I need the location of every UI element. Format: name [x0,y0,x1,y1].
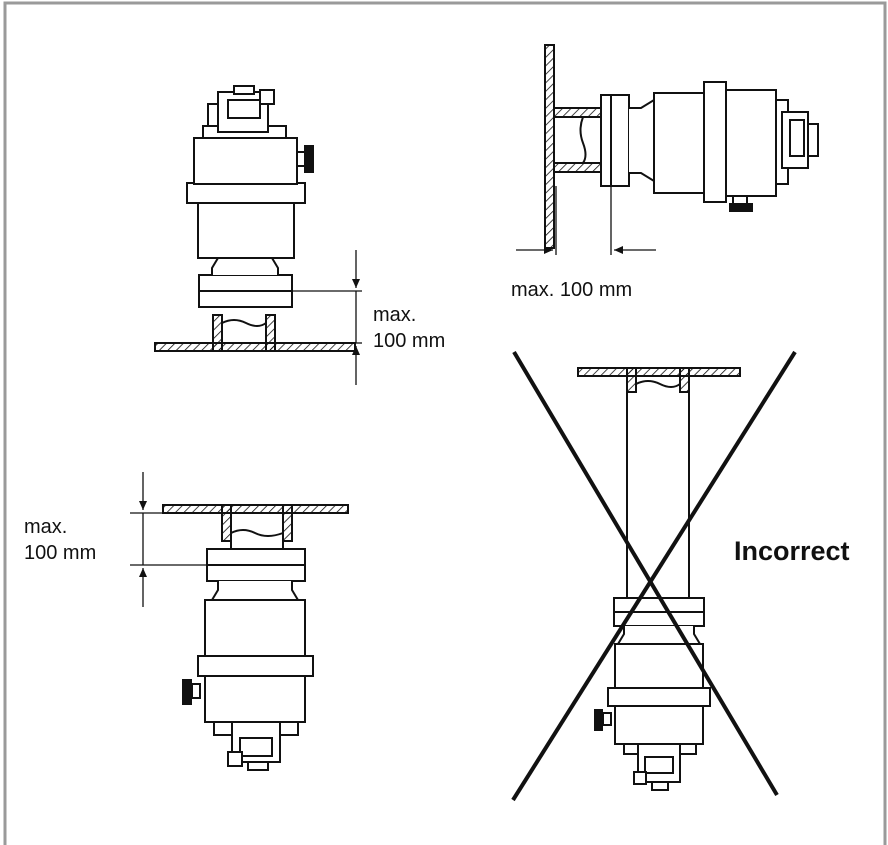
floor-plate [154,342,356,352]
incorrect-label: Incorrect [734,536,850,566]
dimension-top-right [516,186,656,255]
pipe-wall-right [265,314,276,352]
pipe-wall-left [212,314,223,352]
dimension-label-top-left-line1: max. [373,304,417,326]
wall-plate [544,44,555,249]
dimension-label-bottom-left-line2: 100 mm [24,542,97,564]
dimension-top-left [292,250,362,385]
cross-out-mark [511,350,797,802]
dimension-label-top-left-line2: 100 mm [373,330,446,352]
dimension-label-bottom-left-line1: max. [24,516,68,538]
dimension-label-top-right: max. 100 mm [511,279,633,301]
upright-mount-figure [154,85,356,352]
ceiling-plate [162,504,349,514]
dimension-bottom-left [130,472,207,607]
wall-mount-figure [544,44,819,249]
suspended-mount-figure [162,504,349,771]
incorrect-mount-figure [577,367,741,791]
page-border [3,1,887,845]
